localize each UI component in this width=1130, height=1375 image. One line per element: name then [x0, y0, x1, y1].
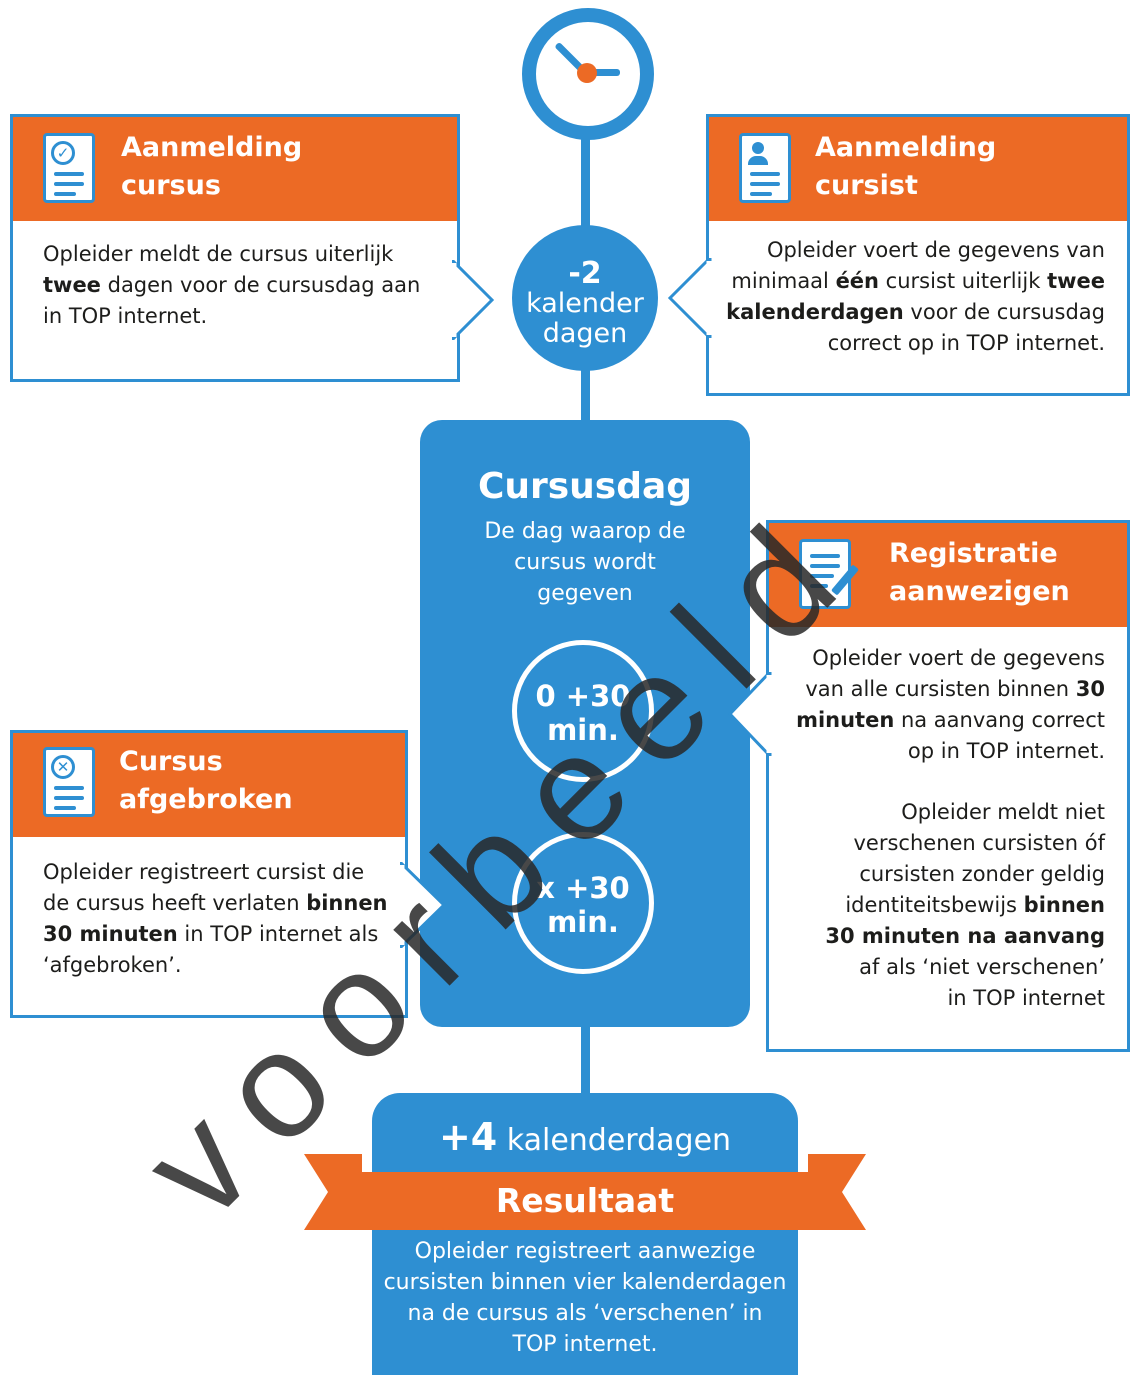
result-description: Opleider registreert aanwezige cursisten… — [383, 1239, 787, 1357]
card-registratie-aanwezigen: Registratie aanwezigen Opleider voert de… — [766, 520, 1130, 1052]
cursusdag-subtitle: De dag waarop de cursus wordt gegeven — [484, 519, 686, 606]
document-x-icon: ✕ — [43, 747, 95, 817]
card-body: Opleider registreert cursist die de curs… — [43, 860, 388, 977]
cursusdag-title: Cursusdag — [477, 466, 693, 507]
time-ring-later: x +30 min. — [512, 832, 654, 974]
document-pen-icon — [799, 539, 859, 609]
timeline-line-bottom — [581, 1020, 590, 1100]
timeline-line-mid — [581, 365, 590, 425]
card-title: Cursus afgebroken — [119, 746, 293, 815]
clock-hand-hour — [582, 69, 620, 76]
deadline-number: -2 — [568, 256, 602, 291]
deadline-label-2: dagen — [542, 318, 628, 349]
deadline-marker: -2 kalender dagen — [512, 225, 658, 371]
document-person-icon — [739, 133, 791, 203]
clock-hub — [577, 63, 597, 83]
deadline-label-1: kalender — [526, 288, 644, 319]
timeline-line-top — [581, 110, 590, 230]
card-title: Aanmelding cursist — [815, 132, 997, 201]
result-days: +4 kalenderdagen — [438, 1115, 732, 1159]
result-block: +4 kalenderdagen Opleider registreert aa… — [372, 1093, 798, 1375]
card-body: Opleider meldt de cursus uiterlijk twee … — [43, 242, 421, 328]
clock-icon — [522, 8, 654, 140]
card-header: Aanmelding cursist — [709, 117, 1127, 221]
pointer-arrow — [667, 258, 712, 338]
card-title: Registratie aanwezigen — [889, 538, 1070, 607]
card-header: Registratie aanwezigen — [769, 523, 1127, 627]
card-cursus-afgebroken: ✕ Cursus afgebroken Opleider registreert… — [10, 730, 408, 1018]
result-ribbon: Resultaat — [348, 1172, 822, 1230]
pointer-arrow — [452, 260, 495, 340]
card-header: ✓ Aanmelding cursus — [13, 117, 457, 221]
card-aanmelding-cursus: ✓ Aanmelding cursus Opleider meldt de cu… — [10, 114, 460, 382]
time-ring-start: 0 +30 min. — [512, 640, 654, 782]
pointer-arrow — [400, 862, 447, 948]
cursusdag-block: Cursusdag De dag waarop de cursus wordt … — [420, 420, 750, 1027]
pointer-arrow — [727, 672, 772, 756]
card-body-presence: Opleider voert de gegevens van alle curs… — [796, 646, 1105, 763]
document-check-icon: ✓ — [43, 133, 95, 203]
card-title: Aanmelding cursus — [121, 132, 303, 201]
card-aanmelding-cursist: Aanmelding cursist Opleider voert de geg… — [706, 114, 1130, 396]
card-body-absence: Opleider meldt niet verschenen cursisten… — [825, 800, 1105, 1010]
card-body: Opleider voert de gegevens van minimaal … — [726, 238, 1105, 355]
card-header: ✕ Cursus afgebroken — [13, 733, 405, 837]
